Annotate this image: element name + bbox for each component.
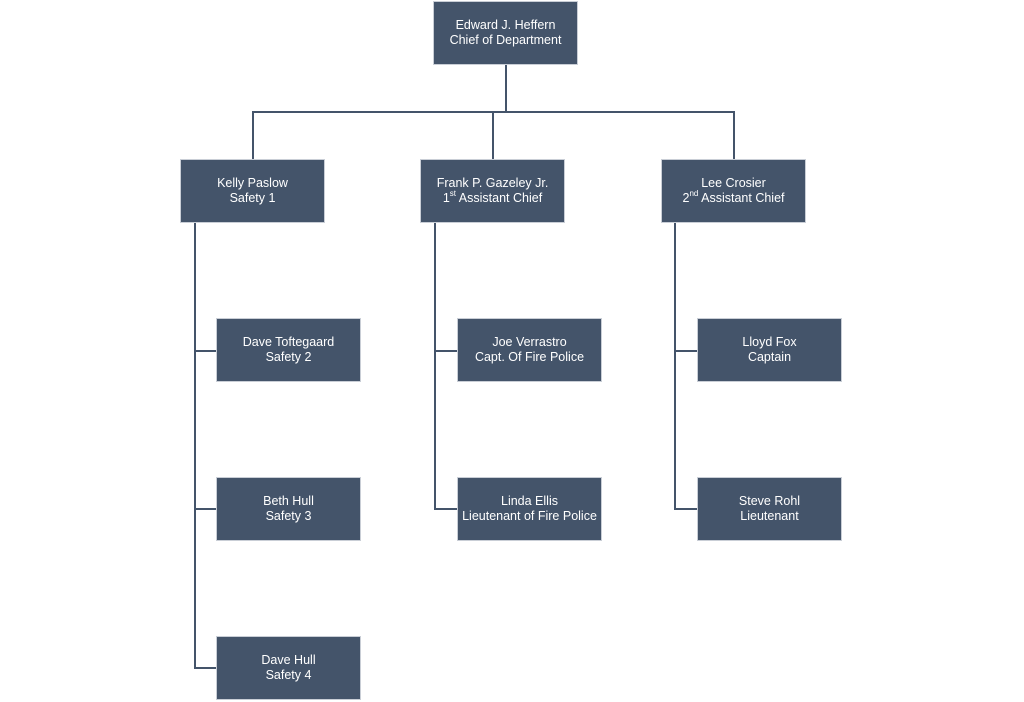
title-ordinal-suffix: st <box>449 188 457 198</box>
node-name: Dave Toftegaard <box>242 335 335 349</box>
node-title: Captain <box>747 350 792 364</box>
node-title: 1st Assistant Chief <box>442 188 543 206</box>
node-title: Lieutenant <box>740 509 799 523</box>
node-chief-of-department: Edward J. Heffern Chief of Department <box>433 1 578 65</box>
title-ordinal-suffix: nd <box>689 188 699 198</box>
node-1st-assistant-chief: Frank P. Gazeley Jr. 1st Assistant Chief <box>420 159 565 223</box>
node-name: Linda Ellis <box>501 494 558 508</box>
node-title: Safety 4 <box>265 668 312 682</box>
title-ordinal: 2 <box>682 191 690 205</box>
node-safety-4: Dave Hull Safety 4 <box>216 636 361 700</box>
node-lieutenant-of-fire-police: Linda Ellis Lieutenant of Fire Police <box>457 477 602 541</box>
node-2nd-assistant-chief: Lee Crosier 2nd Assistant Chief <box>661 159 806 223</box>
node-capt-of-fire-police: Joe Verrastro Capt. Of Fire Police <box>457 318 602 382</box>
node-name: Steve Rohl <box>738 494 801 508</box>
node-title: Chief of Department <box>449 33 562 47</box>
node-safety-2: Dave Toftegaard Safety 2 <box>216 318 361 382</box>
node-name: Kelly Paslow <box>217 176 288 190</box>
node-name: Lee Crosier <box>701 176 766 190</box>
node-title: 2nd Assistant Chief <box>682 188 785 206</box>
node-name: Beth Hull <box>263 494 314 508</box>
node-safety-1: Kelly Paslow Safety 1 <box>180 159 325 223</box>
title-rest: Assistant Chief <box>698 191 785 205</box>
node-title: Safety 1 <box>229 191 276 205</box>
node-safety-3: Beth Hull Safety 3 <box>216 477 361 541</box>
node-title: Safety 3 <box>265 509 312 523</box>
node-name: Frank P. Gazeley Jr. <box>436 176 549 190</box>
node-lieutenant: Steve Rohl Lieutenant <box>697 477 842 541</box>
node-name: Joe Verrastro <box>492 335 567 349</box>
node-title: Safety 2 <box>265 350 312 364</box>
node-name: Dave Hull <box>261 653 316 667</box>
node-name: Lloyd Fox <box>742 335 797 349</box>
node-captain: Lloyd Fox Captain <box>697 318 842 382</box>
node-name: Edward J. Heffern <box>455 18 556 32</box>
node-title: Capt. Of Fire Police <box>474 350 585 364</box>
title-rest: Assistant Chief <box>456 191 543 205</box>
title-ordinal: 1 <box>442 191 450 205</box>
node-title: Lieutenant of Fire Police <box>462 509 597 523</box>
